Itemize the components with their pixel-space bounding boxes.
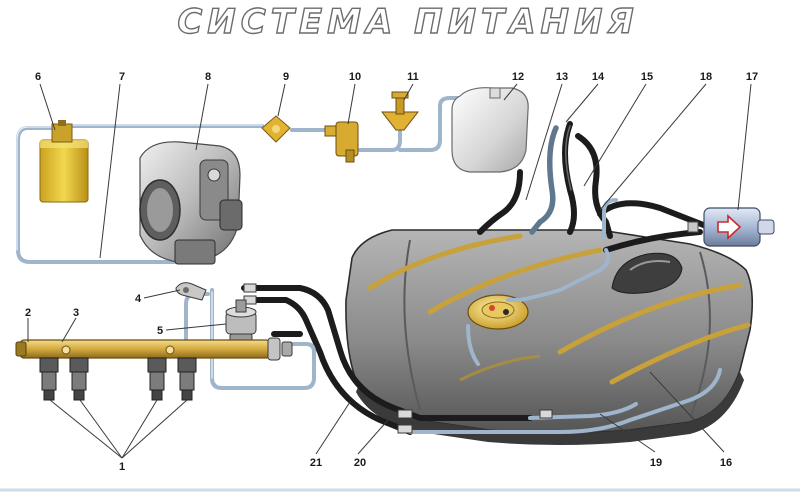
callout-20: 20 xyxy=(354,457,366,469)
callout-17: 17 xyxy=(746,71,758,83)
callout-14: 14 xyxy=(592,71,605,83)
callout-16: 16 xyxy=(720,457,732,469)
gravity-valve xyxy=(380,91,420,131)
injector xyxy=(69,357,89,401)
pressure-valve xyxy=(261,115,291,143)
fuel-filter xyxy=(687,207,775,247)
callout-10: 10 xyxy=(349,71,361,83)
callout-13: 13 xyxy=(556,71,568,83)
callout-labels: 1 2 3 4 5 6 7 8 9 10 11 12 13 14 15 18 1… xyxy=(25,71,758,473)
line-bracket xyxy=(175,282,207,301)
page-title: СИСТЕМА ПИТАНИЯ xyxy=(177,2,638,42)
callout-4: 4 xyxy=(135,293,142,305)
callout-12: 12 xyxy=(512,71,524,83)
callout-6: 6 xyxy=(35,71,41,83)
vapor-separator xyxy=(451,87,529,173)
callout-21: 21 xyxy=(310,457,322,469)
callout-2: 2 xyxy=(25,307,31,319)
two-way-valve xyxy=(324,121,359,163)
throttle-body xyxy=(139,141,243,265)
callout-1: 1 xyxy=(119,461,125,473)
injector xyxy=(177,357,197,401)
fuel-tank xyxy=(345,229,754,445)
callout-3: 3 xyxy=(73,307,79,319)
fuel-injectors xyxy=(39,357,197,401)
callout-15: 15 xyxy=(641,71,653,83)
callout-18: 18 xyxy=(700,71,712,83)
callout-9: 9 xyxy=(283,71,289,83)
flow-arrow-icon xyxy=(717,214,742,240)
callout-11: 11 xyxy=(407,71,419,83)
tank-vent-hoses xyxy=(477,121,709,253)
callout-7: 7 xyxy=(119,71,125,83)
fuel-supply-lines xyxy=(184,248,722,435)
evap-lines xyxy=(16,96,462,264)
carbon-canister xyxy=(39,120,89,203)
fuel-rail xyxy=(15,337,293,361)
injector xyxy=(147,357,167,401)
callout-5: 5 xyxy=(157,325,163,337)
callout-19: 19 xyxy=(650,457,662,469)
callout-leaders xyxy=(27,83,752,459)
injector xyxy=(39,357,59,401)
callout-8: 8 xyxy=(205,71,211,83)
